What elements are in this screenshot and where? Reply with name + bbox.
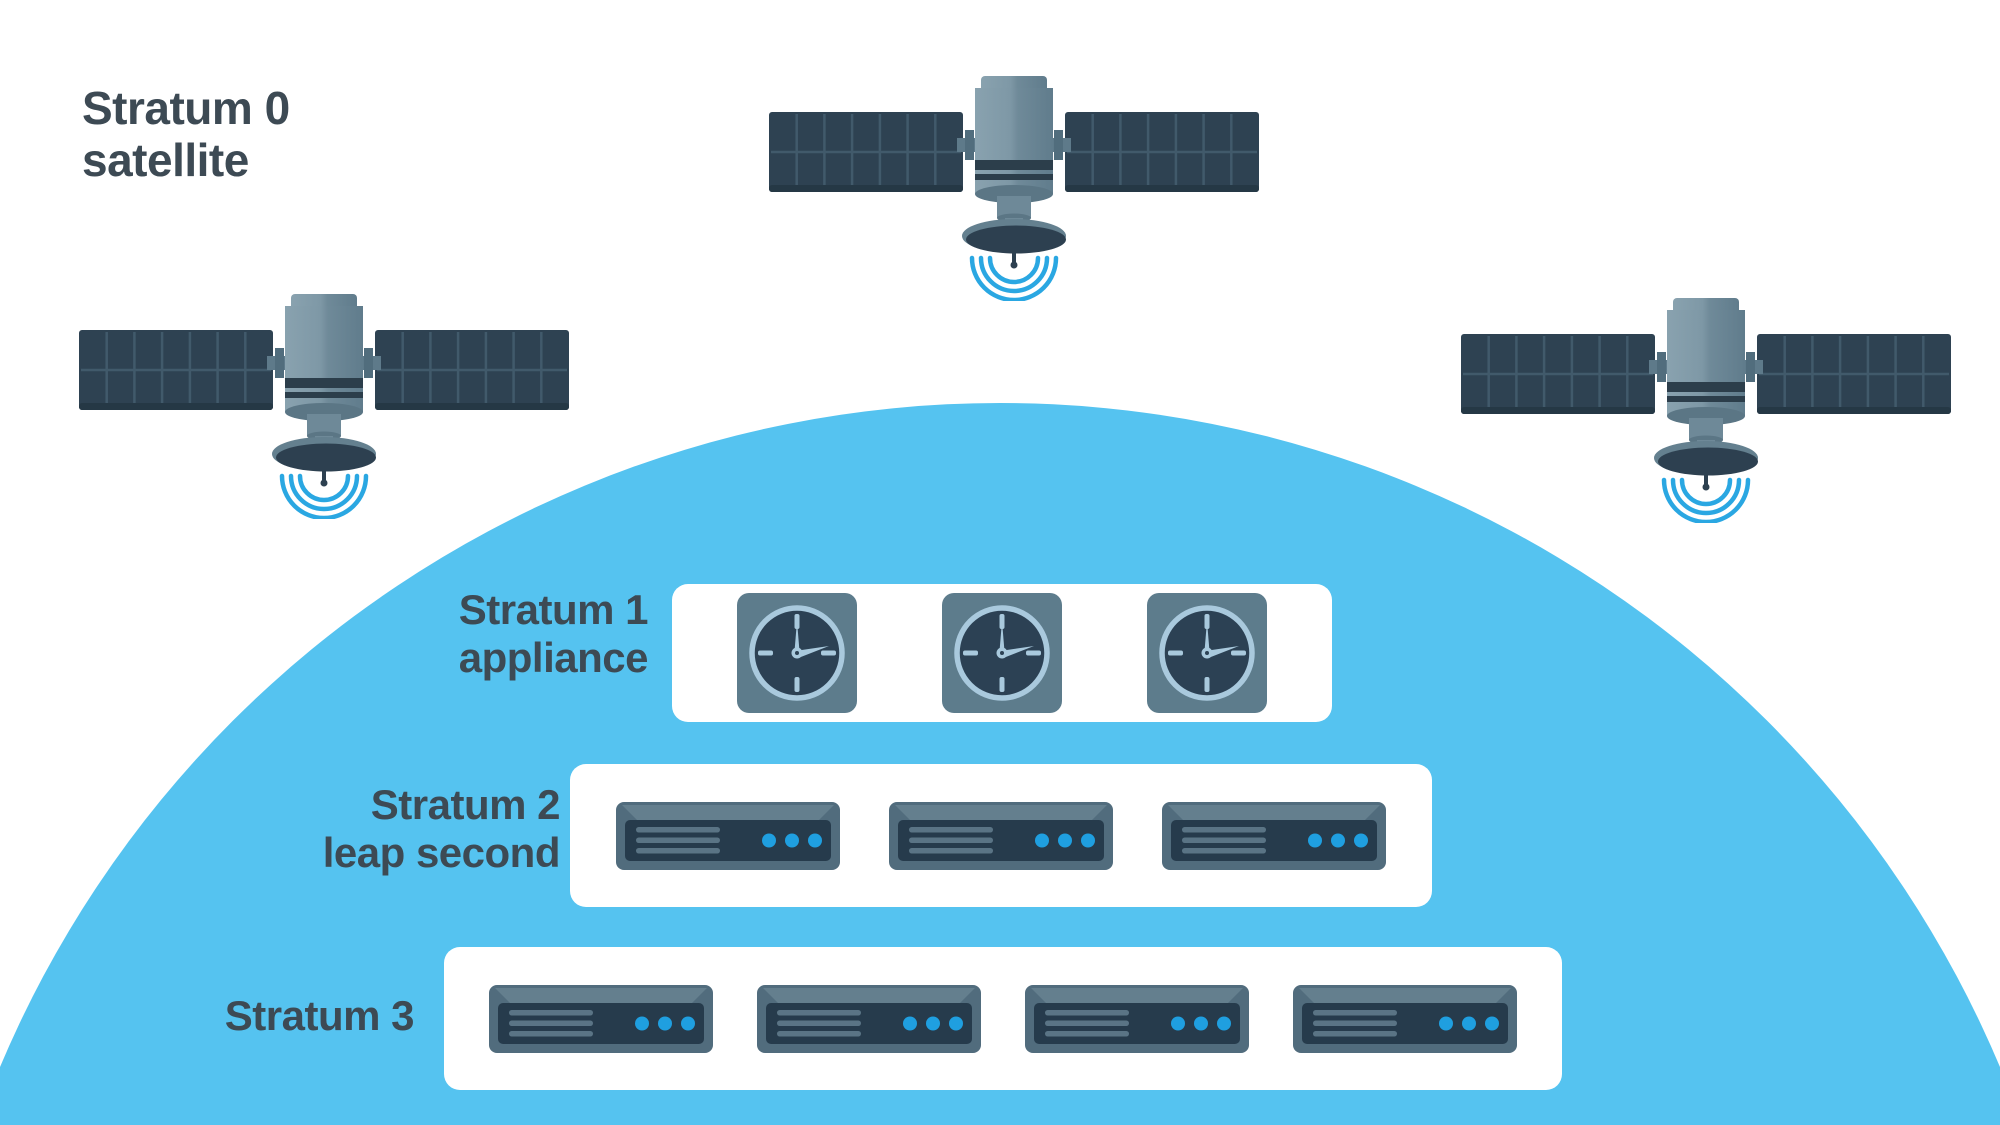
stratum-1-label-line2: appliance bbox=[458, 634, 649, 681]
stratum-3-label-line1: Stratum 3 bbox=[224, 992, 415, 1039]
stratum-3-label: Stratum 3 bbox=[0, 992, 415, 1040]
satellite-icon bbox=[1461, 298, 1951, 523]
stratum-1-label: Stratum 1 appliance bbox=[148, 586, 649, 682]
server-icon bbox=[1025, 985, 1249, 1053]
stratum-1-panel bbox=[672, 584, 1332, 722]
satellite-icon bbox=[79, 294, 569, 519]
server-icon bbox=[489, 985, 713, 1053]
stratum-2-label: Stratum 2 leap second bbox=[60, 781, 561, 877]
stratum-0-label-line1: Stratum 0 bbox=[82, 82, 290, 134]
stratum-2-label-line1: Stratum 2 bbox=[370, 781, 561, 828]
server-icon bbox=[1293, 985, 1517, 1053]
server-icon bbox=[757, 985, 981, 1053]
stratum-0-label: Stratum 0 satellite bbox=[82, 82, 290, 186]
stratum-1-label-line1: Stratum 1 bbox=[458, 586, 649, 633]
server-icon bbox=[889, 802, 1113, 870]
stratum-2-label-line2: leap second bbox=[322, 829, 561, 876]
clock-icon bbox=[737, 593, 857, 713]
server-icon bbox=[616, 802, 840, 870]
stratum-2-panel bbox=[570, 764, 1432, 907]
stratum-0-label-line2: satellite bbox=[82, 134, 249, 186]
clock-icon bbox=[942, 593, 1062, 713]
satellite-icon bbox=[769, 76, 1259, 301]
stratum-3-panel bbox=[444, 947, 1562, 1090]
server-icon bbox=[1162, 802, 1386, 870]
clock-icon bbox=[1147, 593, 1267, 713]
